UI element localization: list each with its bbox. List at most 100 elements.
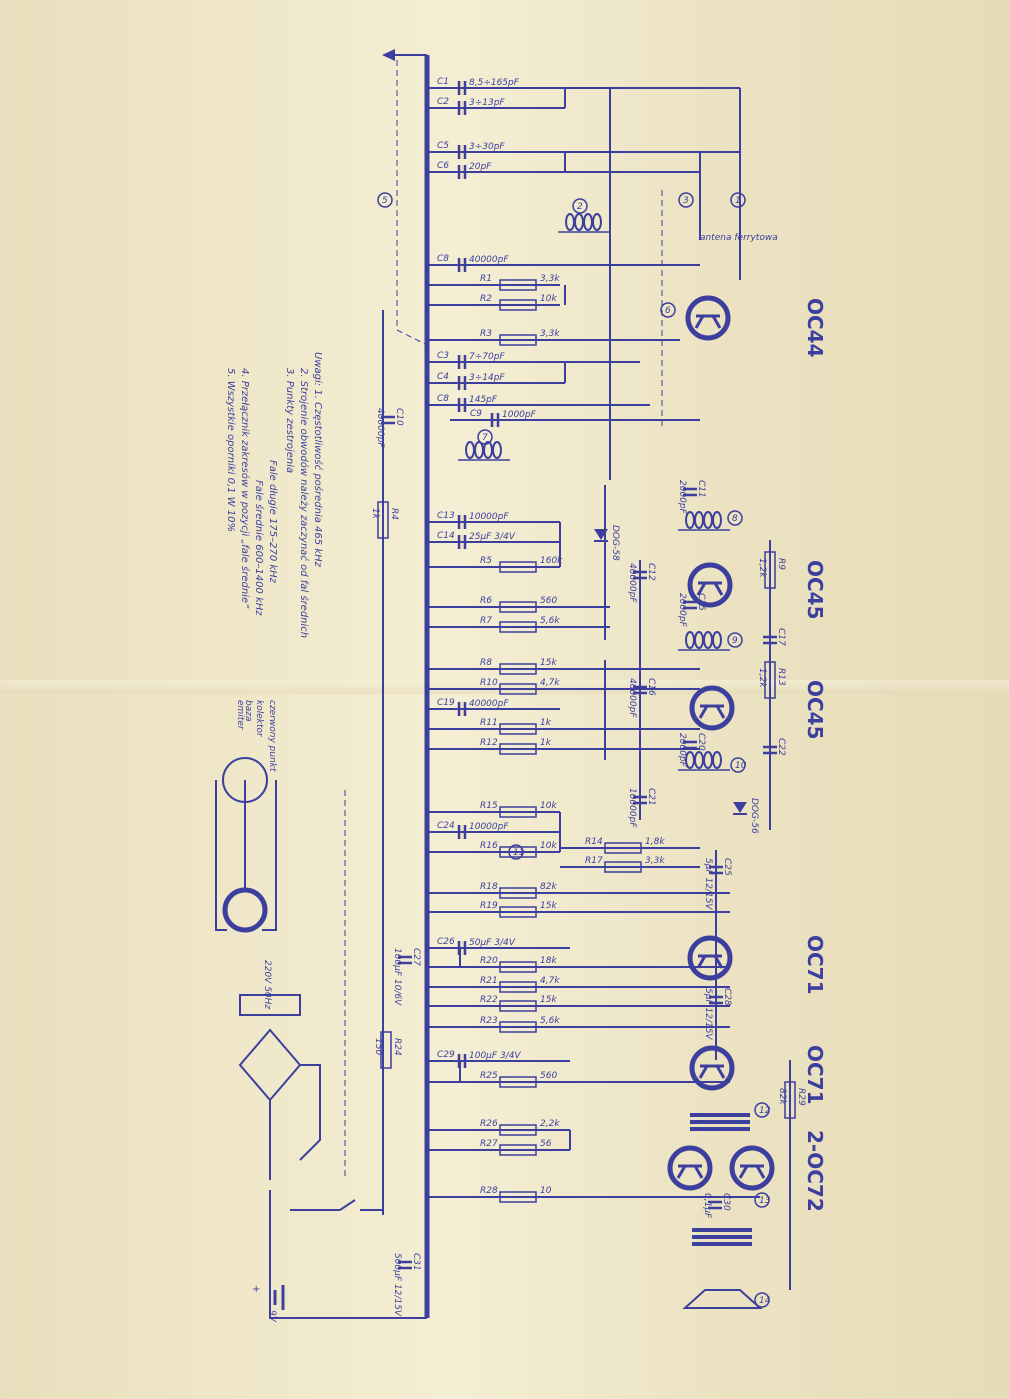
component-value: 15k	[540, 658, 557, 668]
circled-number: 1	[735, 196, 741, 206]
component-label: R11	[480, 718, 498, 728]
transistor-body	[689, 1045, 735, 1091]
transistor-symbol	[729, 1145, 775, 1191]
battery-voltage-label: 9V	[267, 1310, 277, 1323]
component-label: R20	[480, 956, 498, 966]
wire	[299, 1064, 321, 1161]
component-label: C12	[646, 563, 656, 581]
note-line: 5. Wszystkie oporniki 0,1 W 10%	[225, 368, 236, 532]
mains-transformer	[239, 994, 301, 1016]
component-value: 15k	[540, 901, 557, 911]
component-value: 145pF	[469, 395, 498, 405]
junction-dot	[424, 984, 430, 990]
transistor-type-label: OC45	[803, 680, 827, 740]
circled-number: 11	[513, 848, 524, 858]
junction-dot	[424, 302, 430, 308]
transistor-body	[687, 562, 733, 608]
junction-dot	[424, 539, 430, 545]
transistor-collector	[755, 1165, 766, 1179]
component-label: C26	[437, 937, 455, 947]
junction-dot	[424, 1147, 430, 1153]
component-value: 7÷70pF	[469, 352, 505, 362]
component-label: C9	[470, 409, 482, 419]
junction-dot	[424, 1058, 430, 1064]
component-value: 10	[540, 1186, 552, 1196]
note-line: Fale długie 175–270 kHz	[267, 460, 278, 584]
junction-dot	[424, 726, 430, 732]
component-label: R5	[480, 556, 492, 566]
component-label: R2	[480, 294, 492, 304]
junction-dot	[424, 402, 430, 408]
coil-winding	[712, 511, 722, 529]
component-label: R7	[480, 616, 492, 626]
circled-number: 5	[382, 196, 388, 206]
transistor-type-label: OC44	[803, 298, 827, 358]
paper-fold	[0, 680, 1009, 694]
component-value: 100µF 3/4V	[469, 1051, 521, 1061]
transistor-pinout-symbol	[222, 887, 268, 933]
junction-dot	[424, 945, 430, 951]
circled-marker	[660, 302, 676, 318]
component-label: R4	[389, 508, 399, 520]
component-label: R17	[585, 856, 603, 866]
transistor-collector	[715, 1065, 726, 1079]
note-line: Uwagi: 1. Częstotliwość pośrednia 465 kH…	[312, 352, 324, 568]
transistor-emitter	[694, 315, 705, 329]
circled-marker	[508, 844, 524, 860]
component-value: 1000pF	[502, 410, 537, 420]
component-label: C17	[776, 628, 786, 646]
transistor-symbol	[687, 562, 733, 608]
transistor-type-label: OC71	[803, 935, 827, 995]
coil-winding	[465, 441, 475, 459]
component-value: 3÷13pF	[469, 98, 505, 108]
circled-marker	[754, 1102, 770, 1118]
transistor-emitter	[676, 1165, 687, 1179]
component-value: 0,1µF	[702, 1193, 712, 1219]
component-label: R14	[585, 837, 603, 847]
transistor-body	[667, 1145, 713, 1191]
if-transformer	[685, 751, 722, 769]
component-value: 2,2k	[540, 1119, 560, 1129]
component-value: 15k	[540, 995, 557, 1005]
component-value: 25µF 3/4V	[469, 532, 516, 542]
component-value: 56	[540, 1139, 552, 1149]
antenna-label: antena ferrytowa	[700, 233, 778, 243]
circled-number: 13	[759, 1196, 771, 1206]
junction-dot	[424, 624, 430, 630]
if-transformer	[565, 213, 602, 231]
circled-marker	[377, 192, 393, 208]
component-label: C31	[411, 1253, 421, 1271]
coil-winding	[592, 213, 602, 231]
circled-number: 7	[482, 433, 488, 443]
if-transformer	[685, 511, 722, 529]
junction-dot	[424, 1003, 430, 1009]
component-value: 100µF 10/6V	[392, 948, 402, 1006]
component-value: 500µF 12/15V	[392, 1253, 402, 1317]
coil-winding	[583, 213, 593, 231]
component-value: 5µF 12/15V	[703, 858, 713, 910]
bridge-rectifier	[238, 1028, 302, 1102]
component-value: 40000pF	[375, 408, 385, 448]
component-label: C28	[722, 988, 732, 1006]
mains-voltage-label: 220V 50Hz	[262, 960, 272, 1009]
component-value: 3,3k	[540, 274, 560, 284]
battery-return-wire	[269, 1190, 427, 1319]
circled-marker	[730, 757, 746, 773]
component-label: C25	[722, 858, 732, 876]
transistor-symbol	[689, 1045, 735, 1091]
component-value: 10000pF	[469, 822, 509, 832]
circled-marker	[754, 1292, 770, 1308]
circled-marker	[727, 632, 743, 648]
component-label: R19	[480, 901, 498, 911]
component-value: 3,3k	[540, 329, 560, 339]
component-value: 1k	[540, 718, 552, 728]
coil-winding	[712, 631, 722, 649]
wire	[215, 780, 227, 931]
coil-winding	[685, 511, 695, 529]
coil-winding	[703, 631, 713, 649]
transistor-body	[687, 935, 733, 981]
coil-winding	[574, 213, 584, 231]
transistor-emitter	[738, 1165, 749, 1179]
transistor-emitter	[698, 1065, 709, 1079]
component-label: R23	[480, 1016, 498, 1026]
